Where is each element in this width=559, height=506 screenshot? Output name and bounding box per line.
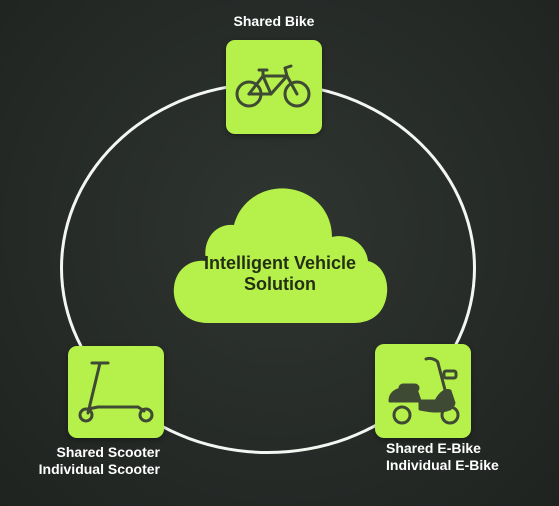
ebike-tile bbox=[375, 344, 471, 438]
center-title: Intelligent Vehicle Solution bbox=[170, 253, 390, 295]
shared-scooter-text: Shared Scooter bbox=[56, 444, 160, 460]
scooter-tile bbox=[68, 346, 164, 438]
moped-icon bbox=[388, 357, 460, 425]
scooter-label: Shared Scooter Individual Scooter bbox=[30, 444, 160, 478]
center-title-line2: Solution bbox=[244, 274, 316, 294]
shared-bike-tile bbox=[226, 40, 322, 134]
center-title-line1: Intelligent Vehicle bbox=[203, 253, 357, 273]
cloud-shape bbox=[173, 188, 388, 323]
individual-scooter-text: Individual Scooter bbox=[38, 461, 160, 477]
ebike-label: Shared E-Bike Individual E-Bike bbox=[386, 440, 516, 474]
kick-scooter-icon bbox=[78, 361, 154, 423]
individual-ebike-text: Individual E-Bike bbox=[386, 457, 499, 473]
bicycle-icon bbox=[235, 64, 311, 108]
shared-ebike-text: Shared E-Bike bbox=[386, 440, 481, 456]
shared-bike-label: Shared Bike bbox=[233, 13, 315, 29]
